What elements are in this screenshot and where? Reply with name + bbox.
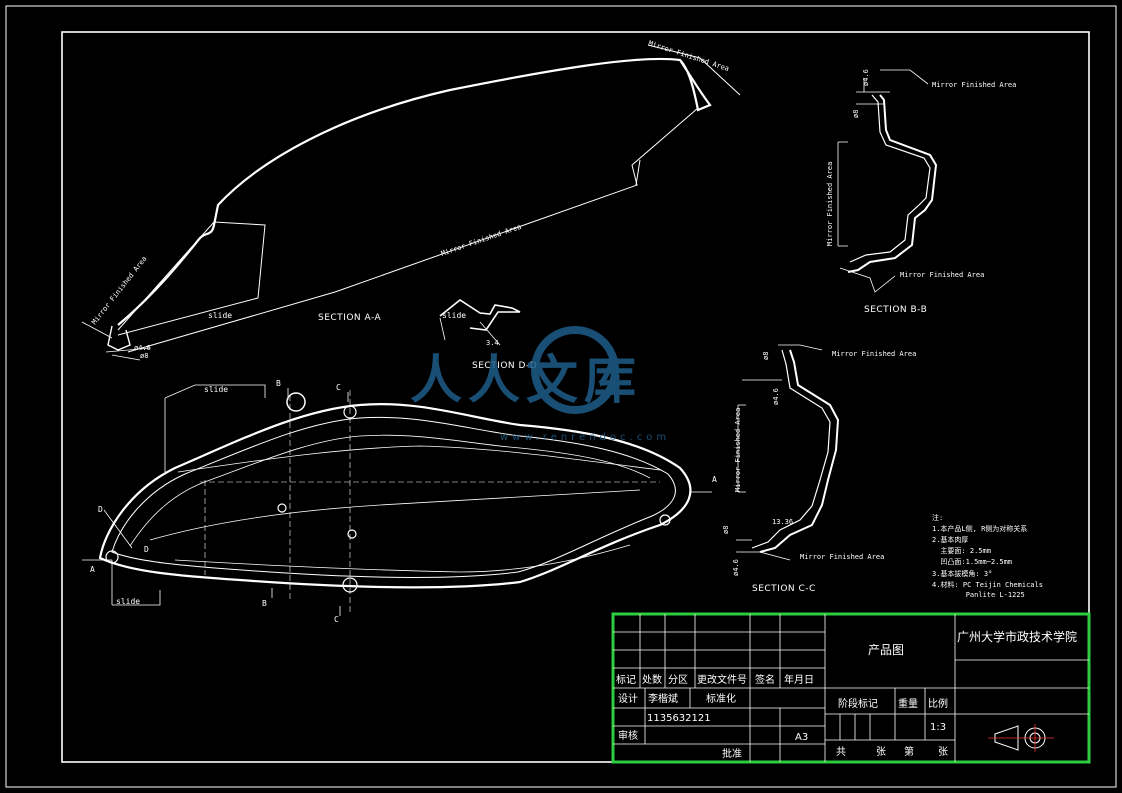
note-line: 1.本产品L侧, R侧为对称关系	[932, 524, 1027, 533]
marker-b-bottom: B	[262, 599, 267, 608]
mirror-label-bb-top: Mirror Finished Area	[932, 81, 1016, 89]
tb-sheet-no: 第	[904, 745, 914, 758]
tb-student-id: 1135632121	[647, 713, 711, 724]
dim-4-6-cc-top: ø4.6	[772, 388, 780, 405]
section-b-b-title: SECTION B-B	[864, 305, 927, 315]
tb-total: 共	[836, 746, 846, 758]
mirror-label-aa-center: Mirror Finished Area	[440, 223, 522, 258]
section-a-a: Mirror Finished Area Mirror Finished Are…	[81, 39, 741, 361]
watermark-url: www.renrendoc.com	[500, 432, 670, 443]
note-line: 4.材料: PC Teijin Chemicals	[932, 580, 1043, 589]
tb-approve: 批准	[722, 747, 742, 760]
section-c-c: ø8 ø4.6 Mirror Finished Area Mirror Fini…	[722, 344, 916, 594]
tb-change-doc: 更改文件号	[697, 673, 747, 686]
slide-label-dd: slide	[442, 311, 466, 320]
tb-scale-value: 1:3	[930, 722, 946, 733]
tb-drawing-name: 产品图	[868, 643, 904, 657]
main-plan-view: slide slide A A B B C C D D	[82, 379, 717, 624]
marker-d-top: D	[98, 505, 103, 514]
mirror-label-aa-left: Mirror Finished Area	[90, 255, 148, 326]
note-line: 3.基本拔模角: 3°	[932, 569, 992, 578]
note-line: Panlite L-1225	[932, 591, 1025, 599]
tb-sheets-2: 张	[938, 746, 948, 758]
note-line: 2.基本肉厚	[932, 535, 968, 544]
note-line: 凹凸面:1.5mm~2.5mm	[932, 558, 1012, 566]
watermark-text: 人人文库	[410, 350, 642, 411]
dim-8-cc-top: ø8	[762, 352, 770, 360]
dim-4-6-bb: ø4.6	[862, 69, 870, 86]
tb-sheets-1: 张	[876, 746, 886, 758]
dim-3-4-dd: 3.4	[486, 339, 499, 347]
dim-4-6-cc-bottom: ø4.6	[732, 559, 740, 576]
mirror-label-cc-top: Mirror Finished Area	[832, 350, 916, 358]
sheet-inner-frame	[61, 31, 1090, 763]
marker-d-bottom: D	[144, 545, 149, 554]
section-a-a-title: SECTION A-A	[318, 313, 382, 323]
tb-stage-mark: 阶段标记	[838, 697, 878, 710]
tb-count: 处数	[642, 673, 662, 686]
tb-school: 广州大学市政技术学院	[957, 629, 1077, 644]
tb-mark: 标记	[616, 674, 636, 686]
marker-c-bottom: C	[334, 615, 339, 624]
mirror-label-bb-bottom: Mirror Finished Area	[900, 271, 984, 279]
mirror-label-bb-side: Mirror Finished Area	[826, 162, 834, 246]
dim-8-bb: ø8	[852, 110, 860, 118]
tb-standardize: 标准化	[706, 692, 736, 705]
tb-scale: 比例	[928, 697, 948, 710]
section-b-b: ø4.6 ø8 Mirror Finished Area Mirror Fini…	[826, 69, 1016, 315]
mirror-label-cc-bottom: Mirror Finished Area	[800, 553, 884, 561]
slide-label-bottom: slide	[116, 597, 140, 606]
watermark: 人人文库 www.renrendoc.com	[410, 326, 670, 443]
projection-symbol-icon	[988, 724, 1054, 752]
dim-4-6-aa: ø4.6	[134, 344, 151, 352]
tb-designer: 李楷斌	[648, 692, 678, 705]
slide-label-aa: slide	[208, 311, 232, 320]
section-d-d-title: SECTION D-D	[472, 361, 537, 371]
marker-a-left: A	[90, 565, 95, 574]
mirror-label-aa-top: Mirror Finished Area	[647, 39, 730, 73]
title-block: 标记 处数 分区 更改文件号 签名 年月日 设计 李楷斌 标准化 1135632…	[611, 612, 1091, 764]
mirror-label-cc-side: Mirror Finished Area	[734, 408, 742, 492]
tb-weight: 重量	[898, 697, 918, 710]
section-c-c-title: SECTION C-C	[752, 584, 816, 594]
dim-13-36-cc: 13.36	[772, 518, 793, 526]
note-line: 注:	[932, 513, 943, 522]
sheet-outer-frame	[5, 5, 1117, 788]
marker-b-top: B	[276, 379, 281, 388]
tb-paper-size: A3	[795, 732, 808, 743]
slide-label-top: slide	[204, 385, 228, 394]
note-line: 主要面: 2.5mm	[932, 546, 991, 555]
technical-notes: 注: 1.本产品L侧, R侧为对称关系 2.基本肉厚 主要面: 2.5mm 凹凸…	[932, 513, 1043, 599]
tb-review: 审核	[618, 729, 638, 742]
tb-date: 年月日	[784, 673, 814, 686]
marker-a-right: A	[712, 475, 717, 484]
tb-zone: 分区	[668, 674, 688, 686]
marker-c-top: C	[336, 383, 341, 392]
dim-8-aa: ø8	[140, 352, 148, 360]
tb-sign: 签名	[755, 673, 775, 686]
tb-design: 设计	[618, 692, 638, 705]
dim-8-cc-bottom: ø8	[722, 526, 730, 534]
section-d-d: slide 3.4 SECTION D-D	[439, 299, 537, 371]
